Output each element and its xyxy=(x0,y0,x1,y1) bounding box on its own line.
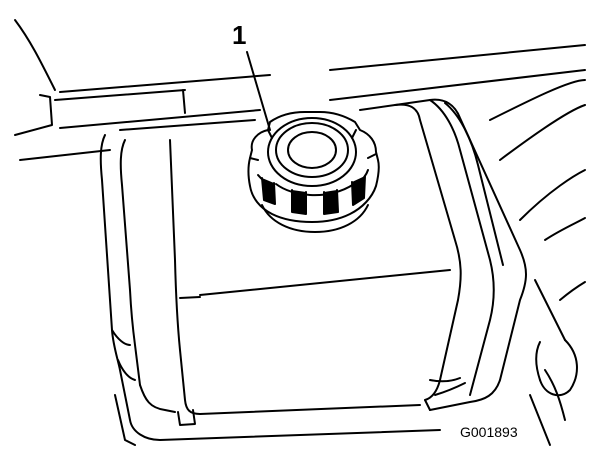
figure-id-label: G001893 xyxy=(460,424,518,440)
fuel-cap xyxy=(247,111,380,233)
chassis-frame xyxy=(14,19,586,161)
callout-leader-line xyxy=(246,51,271,131)
lower-frame-lines xyxy=(114,394,551,446)
callout-number-1: 1 xyxy=(232,20,247,50)
fuel-tank-body xyxy=(99,98,527,441)
right-side-structure xyxy=(489,79,586,421)
